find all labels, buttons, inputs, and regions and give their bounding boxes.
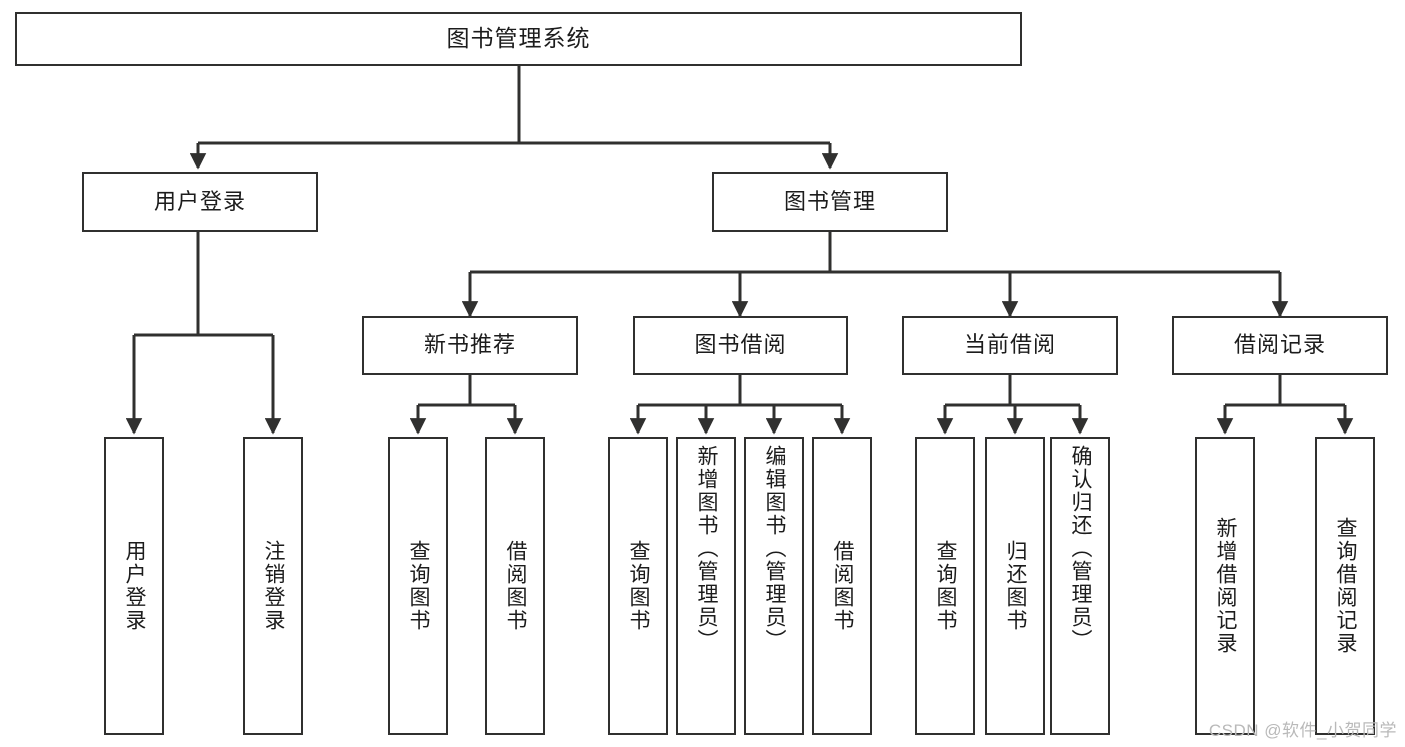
leaf-borrow-record-add-record[interactable]: 新增借阅记录 — [1195, 437, 1255, 735]
node-label: 查询图书 — [407, 540, 431, 632]
node-label: 图书管理系统 — [446, 25, 591, 52]
leaf-user-login-login[interactable]: 用户登录 — [104, 437, 164, 735]
node-label: 查询图书 — [627, 540, 651, 632]
leaf-current-borrow-return-book[interactable]: 归还图书 — [985, 437, 1045, 735]
node-current-borrow[interactable]: 当前借阅 — [902, 316, 1118, 375]
leaf-new-book-borrow-book[interactable]: 借阅图书 — [485, 437, 545, 735]
leaf-book-borrow-edit-book-admin[interactable]: 编辑图书（管理员） — [744, 437, 804, 735]
node-label: 图书管理 — [783, 188, 876, 214]
node-label: 借阅图书 — [504, 540, 528, 632]
node-label: 新增图书（管理员） — [695, 445, 719, 652]
node-label: 图书借阅 — [694, 332, 787, 358]
leaf-new-book-query-book[interactable]: 查询图书 — [388, 437, 448, 735]
node-label: 注销登录 — [262, 540, 286, 632]
node-user-login[interactable]: 用户登录 — [82, 172, 318, 232]
node-label: 借阅图书 — [831, 540, 855, 632]
node-label: 借阅记录 — [1233, 332, 1326, 358]
node-label: 用户登录 — [123, 540, 147, 632]
node-label: 新增借阅记录 — [1214, 517, 1238, 655]
node-label: 用户登录 — [153, 188, 246, 214]
node-new-book-recommend[interactable]: 新书推荐 — [362, 316, 578, 375]
node-label: 编辑图书（管理员） — [763, 445, 787, 652]
node-borrow-record[interactable]: 借阅记录 — [1172, 316, 1388, 375]
node-book-borrow[interactable]: 图书借阅 — [633, 316, 848, 375]
node-label: 确认归还（管理员） — [1069, 445, 1093, 652]
leaf-book-borrow-add-book-admin[interactable]: 新增图书（管理员） — [676, 437, 736, 735]
leaf-borrow-record-query-record[interactable]: 查询借阅记录 — [1315, 437, 1375, 735]
leaf-book-borrow-query-book[interactable]: 查询图书 — [608, 437, 668, 735]
node-label: 当前借阅 — [963, 332, 1056, 358]
node-label: 新书推荐 — [423, 332, 516, 358]
node-label: 查询借阅记录 — [1334, 517, 1358, 655]
leaf-current-borrow-confirm-return-admin[interactable]: 确认归还（管理员） — [1050, 437, 1110, 735]
leaf-current-borrow-query-book[interactable]: 查询图书 — [915, 437, 975, 735]
node-label: 归还图书 — [1004, 540, 1028, 632]
leaf-user-login-logout[interactable]: 注销登录 — [243, 437, 303, 735]
node-book-management[interactable]: 图书管理 — [712, 172, 948, 232]
leaf-book-borrow-borrow-book[interactable]: 借阅图书 — [812, 437, 872, 735]
node-root-book-management-system[interactable]: 图书管理系统 — [15, 12, 1022, 66]
node-label: 查询图书 — [934, 540, 958, 632]
